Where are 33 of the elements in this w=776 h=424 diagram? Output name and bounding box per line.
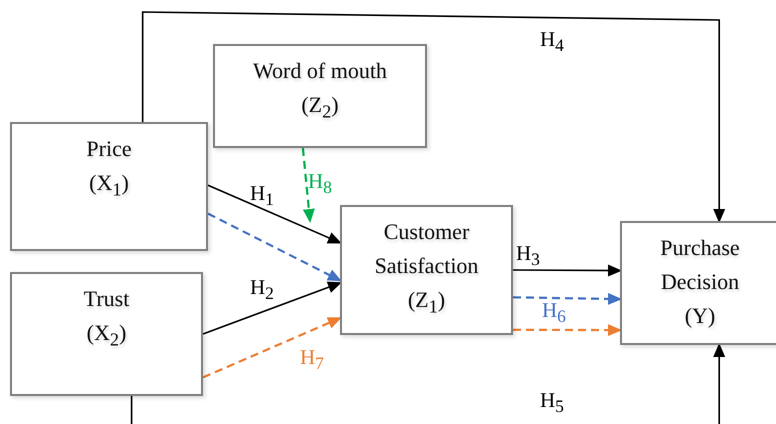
edge-label: H$_{1}$ xyxy=(250,182,274,210)
edge-label: H$_{3}$ xyxy=(516,242,540,270)
edge-label: H$_{7}$ xyxy=(300,346,324,374)
box-text: Word of mouth xyxy=(253,57,387,85)
edge-label: H$_{4}$ xyxy=(540,28,564,56)
variable-box xyxy=(213,44,427,148)
box-text: Trust xyxy=(84,285,130,313)
arrow xyxy=(513,324,622,336)
box-text: Purchase Decision xyxy=(659,234,741,296)
variable-box xyxy=(10,272,203,396)
box-text: (X$_{1}$) xyxy=(89,169,129,202)
arrow xyxy=(302,148,315,223)
arrow xyxy=(202,282,342,335)
edge-label: H$_{2}$ xyxy=(250,276,274,304)
arrow xyxy=(202,317,342,378)
box-text: (Z$_{1}$) xyxy=(408,286,446,318)
arrow xyxy=(142,11,726,223)
box-text: (X$_{2}$) xyxy=(86,319,126,352)
box-text: (Z$_{2}$) xyxy=(301,91,339,124)
edge-label: H$_{5}$ xyxy=(540,389,564,418)
variable-box xyxy=(340,205,513,335)
arrow xyxy=(208,212,342,282)
arrow xyxy=(208,184,342,244)
arrow xyxy=(130,343,726,424)
variable-box xyxy=(620,221,776,345)
box-text: Customer Satisfaction xyxy=(374,218,480,280)
variable-box xyxy=(10,122,208,251)
box-text: Price xyxy=(86,135,132,163)
arrow xyxy=(513,264,622,277)
arrow xyxy=(512,292,622,305)
edge-label: H$_{8}$ xyxy=(308,170,332,198)
box-text: (Y) xyxy=(684,302,716,330)
edge-label: H$_{6}$ xyxy=(542,299,566,328)
